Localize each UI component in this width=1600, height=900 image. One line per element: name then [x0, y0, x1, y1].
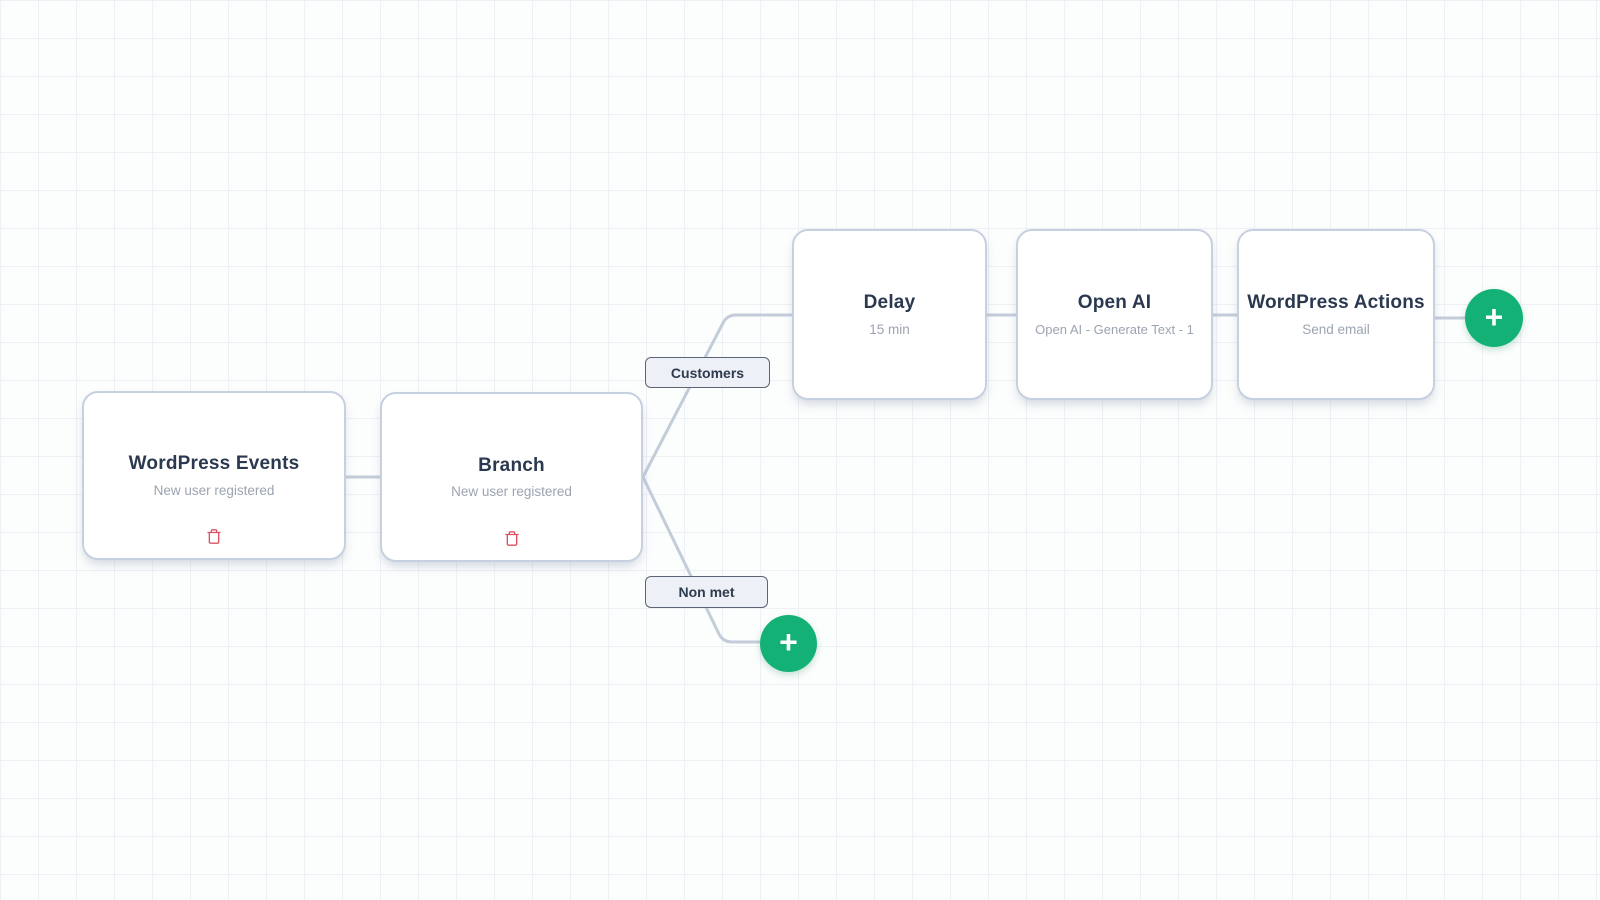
node-subtitle: New user registered [153, 482, 275, 498]
plus-icon: + [779, 624, 798, 660]
trash-icon [207, 529, 221, 544]
node-branch[interactable]: Branch New user registered [380, 392, 643, 562]
add-step-button-non-met-branch[interactable]: + [760, 615, 817, 672]
plus-icon: + [1484, 298, 1504, 335]
node-title: Branch [478, 454, 545, 476]
node-subtitle: Send email [1302, 321, 1370, 337]
delete-node-button[interactable] [206, 528, 222, 545]
branch-label-text: Customers [670, 364, 745, 381]
node-subtitle: Open AI - Generate Text - 1 [1035, 321, 1194, 337]
node-title: Open AI [1077, 292, 1152, 314]
add-step-button-customers-branch[interactable]: + [1465, 289, 1523, 347]
edge-branch-to-nonmet-add [641, 476, 762, 644]
branch-label-text: Non met [678, 584, 735, 600]
node-open-ai[interactable]: Open AI Open AI - Generate Text - 1 [1016, 229, 1213, 400]
edge-branch-to-delay [641, 313, 792, 478]
node-title: WordPress Actions [1247, 292, 1425, 314]
branch-label-customers[interactable]: Customers [645, 357, 770, 388]
node-wordpress-actions[interactable]: WordPress Actions Send email [1237, 229, 1435, 400]
trash-icon [504, 531, 519, 546]
node-subtitle: New user registered [451, 484, 572, 500]
node-delay[interactable]: Delay 15 min [792, 229, 987, 400]
node-title: WordPress Events [128, 453, 300, 475]
delete-node-button[interactable] [504, 530, 520, 547]
branch-label-non-met[interactable]: Non met [645, 576, 768, 608]
node-wordpress-events[interactable]: WordPress Events New user registered [82, 391, 346, 560]
node-subtitle: 15 min [869, 321, 910, 337]
node-title: Delay [863, 292, 916, 314]
